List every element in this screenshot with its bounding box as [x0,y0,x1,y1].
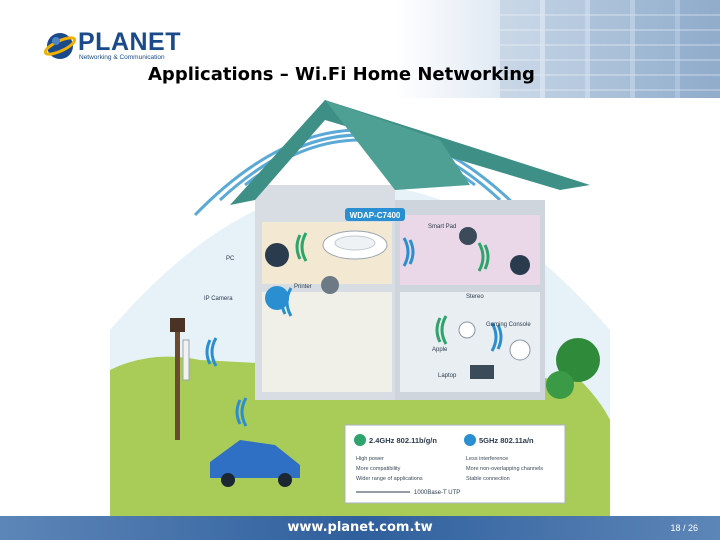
ip-camera-label: IP Camera [204,296,233,302]
page-number: 18 / 26 [670,523,698,533]
legend-right-item: Less interference [466,456,508,462]
outdoor-ap-device [182,339,190,381]
printer-device-icon [321,276,339,294]
stereo-device-icon [510,255,530,275]
band-5-icon [464,434,476,446]
legend-cable: 1000Base-T UTP [414,490,460,496]
legend-left-item: More compatibility [356,466,401,472]
home-network-diagram: WDAP-C7400 PC IP Camera Printer Smart Pa… [110,100,610,516]
apple-label: Apple [432,347,448,353]
ip-camera-device-icon [265,286,289,310]
band-24-icon [354,434,366,446]
legend-box [344,424,566,504]
legend-left-item: Wider range of applications [356,476,423,482]
slide-footer: www.planet.com.tw 18 / 26 [0,516,720,540]
stereo-label: Stereo [466,294,484,300]
device-label-tag [345,208,405,221]
apple-device-icon [458,321,476,339]
planet-logo: PLANET Networking & Communication [44,28,181,68]
printer-label: Printer [294,284,312,290]
server-rack-background [500,0,720,98]
planet-globe-icon [44,33,76,59]
legend-band-5: 5GHz 802.11a/n [479,436,534,445]
legend-right-item: More non-overlapping channels [466,466,543,472]
tree [556,338,600,382]
laptop-label: Laptop [438,373,457,379]
legend-band-24: 2.4GHz 802.11b/g/n [369,436,437,445]
footer-url[interactable]: www.planet.com.tw [287,520,433,535]
gaming-console-device-icon [509,339,531,361]
pc-label: PC [226,256,235,262]
lamp-post [175,330,180,440]
device-label: WDAP-C7400 [350,211,401,220]
legend-right-item: Stable connection [466,476,510,482]
brand-tagline: Networking & Communication [79,54,165,61]
car [210,440,300,478]
slide-header: PLANET Networking & Communication Applic… [0,0,720,98]
smart-pad-label: Smart Pad [428,224,456,230]
gaming-console-label: Gaming Console [486,322,531,328]
pc-device-icon [265,243,289,267]
legend-left-item: High power [356,456,384,462]
laptop-device-icon [470,365,494,379]
brand-name: PLANET [78,28,181,56]
smart-pad-device-icon [459,227,477,245]
page-title: Applications – Wi.Fi Home Networking [148,64,535,85]
